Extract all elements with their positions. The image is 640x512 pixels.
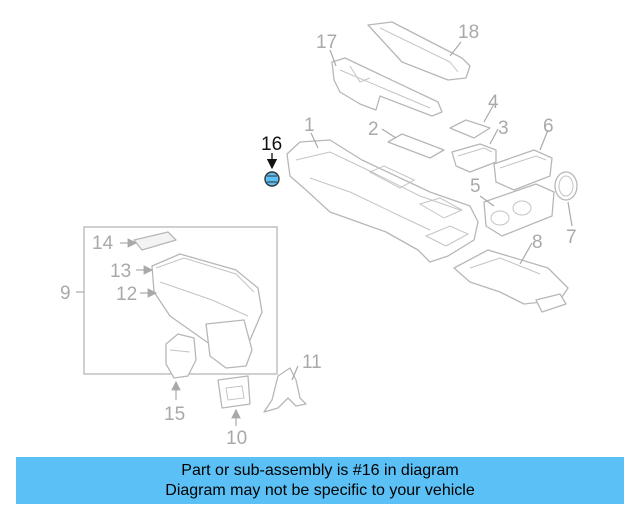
part-7-ring	[554, 171, 578, 201]
part-16-clip	[264, 171, 280, 187]
armrest-assembly	[151, 253, 263, 369]
callout-16: 16	[261, 134, 282, 155]
callout-4: 4	[488, 92, 499, 113]
part-4-panel	[449, 119, 491, 139]
banner-line-2: Diagram may not be specific to your vehi…	[165, 481, 475, 499]
callout-3: 3	[498, 118, 509, 139]
callout-2: 2	[368, 119, 379, 140]
part-6-cup-tray	[493, 149, 553, 191]
callout-8: 8	[532, 232, 543, 253]
leader-lines	[76, 41, 573, 426]
part-17-shifter-bracket	[331, 57, 443, 117]
callout-11: 11	[302, 352, 322, 373]
callout-14: 14	[92, 233, 114, 254]
callout-17: 17	[316, 32, 337, 53]
part-15-knob	[165, 333, 197, 379]
part-5-cup-holder	[483, 183, 555, 237]
part-18-console-trim	[367, 21, 471, 81]
part-2-plate	[387, 133, 445, 159]
callout-7: 7	[566, 227, 577, 248]
callout-13: 13	[110, 261, 131, 282]
callout-1: 1	[304, 115, 315, 136]
banner-line-1: Part or sub-assembly is #16 in diagram	[181, 461, 459, 479]
callout-10: 10	[226, 428, 247, 449]
callout-5: 5	[470, 176, 481, 197]
part-10-holder	[217, 375, 251, 409]
callout-labels: 18 17 4 1 2 3 6 16 5 7 8 14 13 9 12 11 1…	[60, 22, 577, 449]
callout-18: 18	[458, 22, 479, 43]
part-8-bracket	[453, 249, 569, 313]
part-14-cover	[133, 231, 177, 251]
callout-6: 6	[543, 116, 554, 137]
parts-diagram: 18 17 4 1 2 3 6 16 5 7 8 14 13 9 12 11 1…	[60, 21, 578, 449]
callout-12: 12	[116, 284, 137, 305]
part-1-center-console	[286, 139, 479, 263]
callout-9: 9	[60, 283, 71, 304]
info-banner: Part or sub-assembly is #16 in diagram D…	[16, 457, 624, 504]
part-3-tray	[451, 143, 497, 173]
callout-15: 15	[164, 404, 185, 425]
